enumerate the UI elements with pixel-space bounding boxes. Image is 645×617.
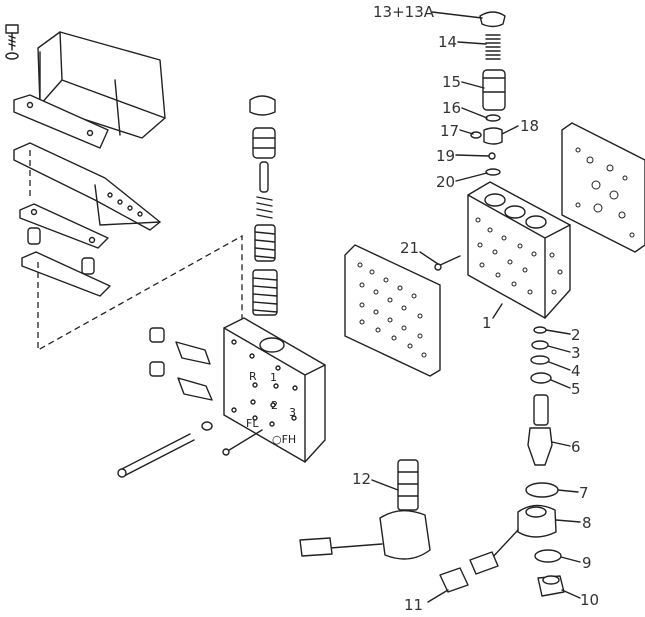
callout-5: 5: [571, 380, 581, 398]
callout-4: 4: [571, 362, 581, 380]
main-valve-block: [467, 181, 571, 319]
spool-stack: [249, 95, 278, 316]
callout-7: 7: [579, 484, 589, 502]
bracket-plates: [13, 94, 161, 297]
leader-lines: [371, 11, 581, 603]
left-fittings: [117, 327, 263, 478]
callout-labels: 13+13A 14 15 16 17 18 19 20 21 1 2 3 4 5…: [352, 3, 599, 614]
left-valve-block: R 1 2 3 FL ○FH: [223, 317, 326, 463]
callout-16: 16: [442, 99, 461, 117]
wire-connector-11: [439, 529, 519, 593]
block-marking-1: 1: [270, 371, 277, 384]
callout-1: 1: [482, 314, 492, 332]
assembly-guide-line: [37, 234, 243, 352]
callout-12: 12: [352, 470, 371, 488]
callout-13-13a: 13+13A: [373, 3, 435, 21]
callout-3: 3: [571, 344, 581, 362]
callout-10: 10: [580, 591, 599, 609]
callout-2: 2: [571, 326, 581, 344]
callout-11: 11: [404, 596, 423, 614]
callout-21: 21: [400, 239, 419, 257]
callout-15: 15: [442, 73, 461, 91]
callout-8: 8: [582, 514, 592, 532]
callout-20: 20: [436, 173, 455, 191]
right-gasket: [561, 122, 645, 253]
block-marking-fl: FL: [246, 417, 259, 430]
block-marking-r: R: [249, 370, 257, 383]
top-parts-column: [470, 11, 506, 176]
block-marking-3: 3: [289, 406, 296, 419]
solenoid-12: [299, 459, 431, 560]
block-marking-fh: ○FH: [272, 433, 296, 446]
block-marking-2: 2: [271, 399, 278, 412]
callout-18: 18: [520, 117, 539, 135]
callout-19: 19: [436, 147, 455, 165]
callout-9: 9: [582, 554, 592, 572]
left-gasket: [344, 244, 441, 377]
bolt-part: [5, 24, 19, 60]
screw-21: [434, 255, 461, 271]
callout-14: 14: [438, 33, 457, 51]
lower-right-parts: [517, 326, 565, 597]
callout-6: 6: [571, 438, 581, 456]
callout-17: 17: [440, 122, 459, 140]
